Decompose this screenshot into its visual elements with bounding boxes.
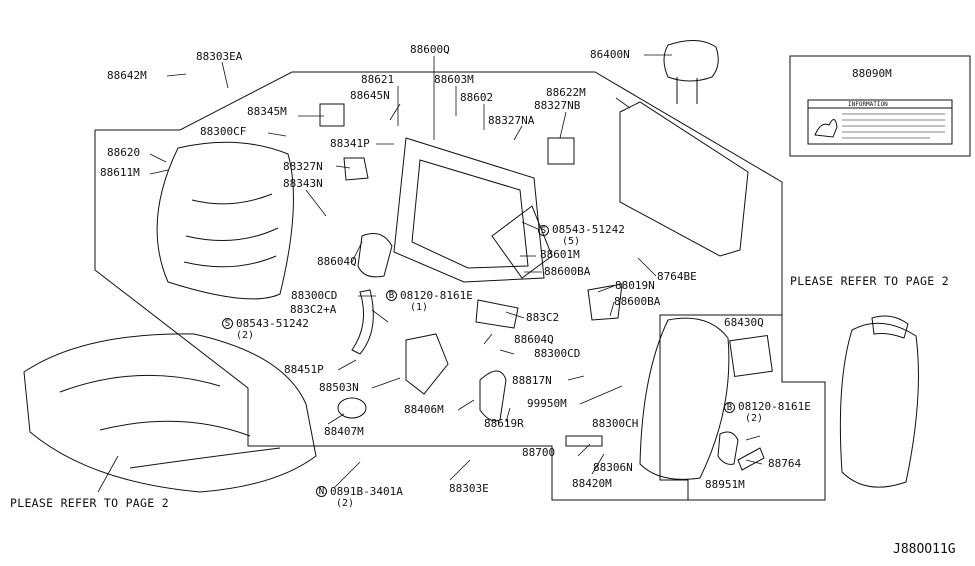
part-label: 88451P <box>284 363 324 376</box>
part-label: 88345M <box>247 105 287 118</box>
part-qty: (2) <box>236 330 255 341</box>
part-label: 68430Q <box>724 316 764 329</box>
part-label: 88600Q <box>410 43 450 56</box>
seat-cushion <box>23 333 317 493</box>
part-label: 88327NA <box>488 114 535 127</box>
callout-s: S <box>222 318 233 329</box>
part-label: 88407M <box>324 425 364 438</box>
part-label: 88604Q <box>514 333 554 346</box>
assembly-boundary <box>94 71 826 501</box>
part-qty: (1) <box>410 302 429 313</box>
seatback-right <box>639 317 730 480</box>
part-label: 88019N <box>615 279 655 292</box>
part-label: 08120-8161E <box>738 400 811 413</box>
refer-note-left: PLEASE REFER TO PAGE 2 <box>10 496 169 510</box>
part-label: 08543-51242 <box>552 223 625 236</box>
part-label: 88764 <box>768 457 802 470</box>
callout-b: B <box>724 402 735 413</box>
part-label: 88406M <box>404 403 444 416</box>
part-label: 88343N <box>283 177 323 190</box>
part-qty: (2) <box>745 413 764 424</box>
part-label: 08120-8161E <box>400 289 473 302</box>
part-label: 88611M <box>100 166 140 179</box>
part-label: 88420M <box>572 477 612 490</box>
part-label: 88645N <box>350 89 390 102</box>
part-label: 88503N <box>319 381 359 394</box>
part-label: 88300CD <box>291 289 338 302</box>
part-label: 99950M <box>527 397 567 410</box>
part-label: 88300CH <box>592 417 639 430</box>
part-label: 88303E <box>449 482 489 495</box>
part-label: 883C2+A <box>290 303 337 316</box>
part-label: 883C2 <box>526 311 560 324</box>
info-box <box>789 55 971 157</box>
part-label: 88300CF <box>200 125 247 138</box>
callout-s: S <box>538 225 549 236</box>
part-label: 88600BA <box>544 265 591 278</box>
part-label: 88341P <box>330 137 370 150</box>
part-label: 88600BA <box>614 295 661 308</box>
part-label: 88700 <box>522 446 556 459</box>
info-card-title: INFORMATION <box>848 101 888 108</box>
info-card <box>807 99 953 145</box>
seatback-left <box>156 141 294 300</box>
part-label: 88601M <box>540 248 580 261</box>
part-label: 8764BE <box>657 270 697 283</box>
headrest-shape <box>663 40 719 82</box>
seat-ref-right <box>839 322 919 488</box>
part-label: 88327N <box>283 160 323 173</box>
part-label: 88603M <box>434 73 474 86</box>
part-label: 88621 <box>361 73 395 86</box>
part-label: 88817N <box>512 374 552 387</box>
part-qty: (2) <box>336 498 355 509</box>
part-label: 88300CD <box>534 347 581 360</box>
callout-b: B <box>386 290 397 301</box>
seatback-frame <box>393 137 545 283</box>
part-label: 88602 <box>460 91 494 104</box>
part-label: 88620 <box>107 146 141 159</box>
part-label: 88951M <box>705 478 745 491</box>
part-label: 88303EA <box>196 50 243 63</box>
part-qty: (5) <box>562 236 581 247</box>
callout-n: N <box>316 486 327 497</box>
part-label: 0891B-3401A <box>330 485 403 498</box>
subassembly-boundary <box>551 314 782 501</box>
refer-note-right: PLEASE REFER TO PAGE 2 <box>790 274 949 288</box>
diagram-code: J88OO11G <box>893 542 956 557</box>
part-label: 88642M <box>107 69 147 82</box>
part-label: 88327NB <box>534 99 581 112</box>
info-part-label: 88090M <box>852 67 892 80</box>
part-label: 08543-51242 <box>236 317 309 330</box>
part-label: 88306N <box>593 461 633 474</box>
part-label: 88622M <box>546 86 586 99</box>
part-label: 88619R <box>484 417 524 430</box>
rear-trim-panel <box>619 101 749 257</box>
part-label: 88604Q <box>317 255 357 268</box>
part-label: 86400N <box>590 48 630 61</box>
